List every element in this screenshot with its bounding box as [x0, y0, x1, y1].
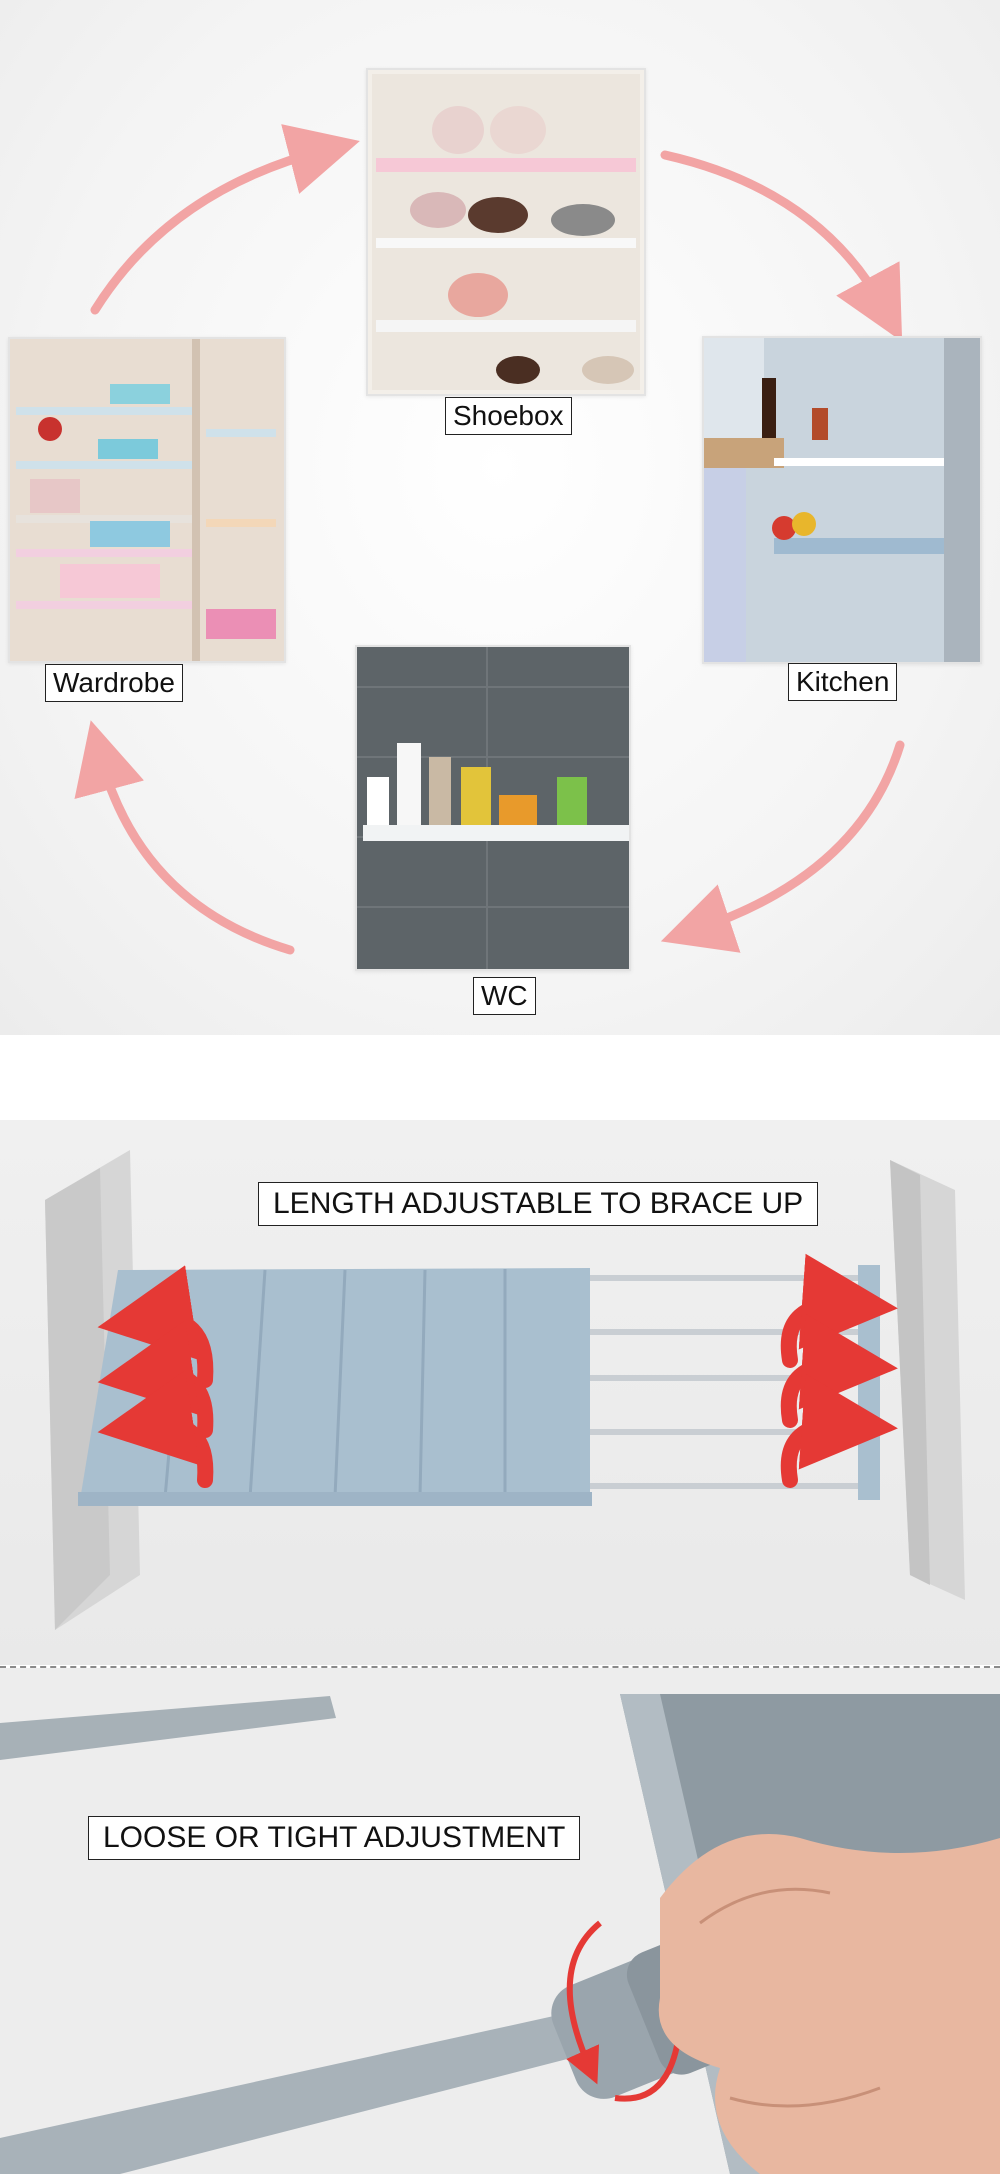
upper-rod — [0, 1696, 336, 1760]
wc-label: WC — [473, 977, 536, 1015]
wardrobe-photo — [8, 337, 286, 663]
loose-tight-heading: LOOSE OR TIGHT ADJUSTMENT — [88, 1816, 581, 1860]
length-adjustable-heading: LENGTH ADJUSTABLE TO BRACE UP — [258, 1182, 819, 1226]
arrow-wardrobe-to-shoebox — [90, 124, 360, 315]
arrow-kitchen-to-wc — [660, 740, 905, 953]
cycle-arrows — [74, 124, 905, 955]
loose-tight-section: LOOSE OR TIGHT ADJUSTMENT — [0, 1668, 1000, 2174]
right-end-cap — [858, 1265, 880, 1500]
kitchen-photo — [702, 336, 982, 664]
section-divider — [0, 1666, 1000, 1668]
knob-illustration — [0, 1694, 1000, 2174]
red-push-arrows — [97, 1253, 898, 1488]
arrow-shoebox-to-kitchen — [660, 150, 903, 342]
kitchen-label: Kitchen — [788, 663, 898, 701]
shoebox-photo — [366, 68, 646, 396]
wardrobe-label: Wardrobe — [45, 664, 183, 702]
usage-scenes-section: Shoebox Kitchen — [0, 0, 1000, 1035]
shelf-illustration — [45, 1150, 965, 1630]
wc-photo — [355, 645, 631, 971]
hand — [658, 1834, 1000, 2174]
arrow-wc-to-wardrobe — [74, 720, 295, 955]
main-rod — [0, 2008, 610, 2174]
length-adjustable-section: LENGTH ADJUSTABLE TO BRACE UP — [0, 1120, 1000, 1665]
shoebox-label: Shoebox — [445, 397, 572, 435]
